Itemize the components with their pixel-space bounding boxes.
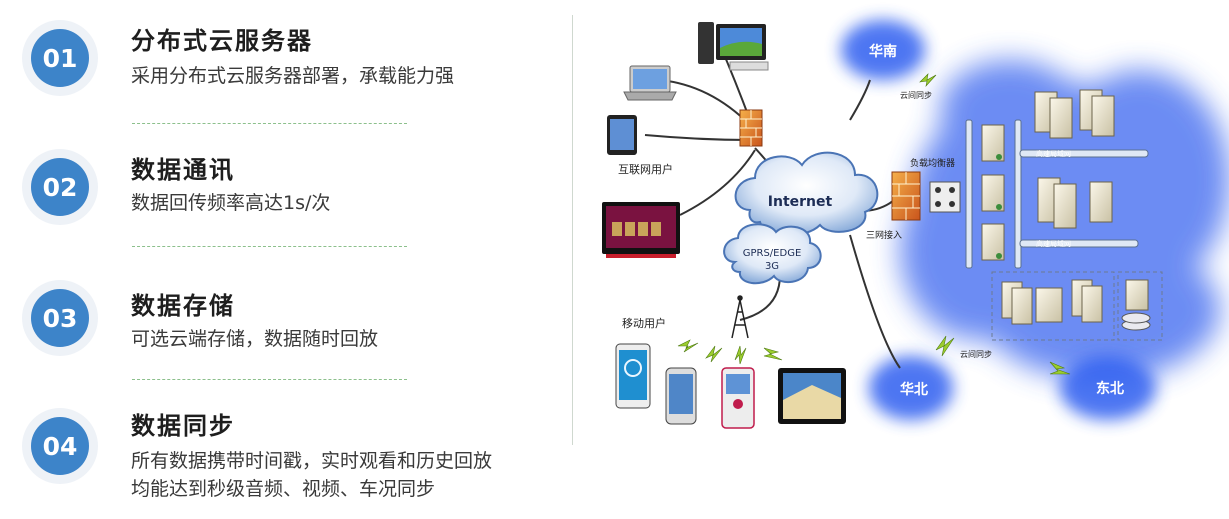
feature-number: 04 — [31, 417, 89, 475]
database-icon — [1121, 312, 1151, 331]
cell-tower-icon — [731, 295, 749, 339]
separator — [132, 246, 407, 247]
feature-title: 数据通讯 — [131, 156, 235, 184]
feature-desc-line2: 均能达到秒级音频、视频、车况同步 — [131, 478, 436, 500]
lan-label-a: 高速局域网 — [1036, 149, 1071, 158]
internet-users-label: 互联网用户 — [618, 162, 673, 176]
feature-badge: 04 — [22, 408, 98, 484]
network-backbone — [965, 119, 1149, 269]
feature-badge: 01 — [22, 20, 98, 96]
region-cloud-northeast — [1060, 356, 1156, 420]
gprs-cloud: GPRS/EDGE 3G — [723, 223, 822, 285]
firewall-icon — [739, 109, 763, 147]
feature-badge: 02 — [22, 149, 98, 225]
storage-cluster — [991, 271, 1163, 341]
network-diagram: Internet GPRS/EDGE 3G 三网接入 互联网用户 — [602, 20, 1229, 429]
smartphone-icon — [615, 343, 651, 409]
separator — [132, 379, 407, 380]
feature-desc: 可选云端存储，数据随时回放 — [131, 328, 379, 350]
region-label-northeast: 东北 — [1096, 380, 1124, 397]
feature-badge: 03 — [22, 280, 98, 356]
desktop-computer-icon — [698, 22, 769, 71]
mobile-users-label: 移动用户 — [622, 316, 666, 330]
region-label-north: 华北 — [900, 381, 928, 398]
feature-desc: 所有数据携带时间戳，实时观看和历史回放 — [131, 450, 493, 472]
internet-cloud: Internet — [734, 151, 879, 237]
lan-label-b: 高速局域网 — [1036, 239, 1071, 248]
gprs-label: GPRS/EDGE — [743, 248, 802, 259]
feature-number: 01 — [31, 29, 89, 87]
region-cloud-south — [841, 20, 925, 80]
server-icons — [981, 89, 1149, 325]
car-navigator-icon — [778, 368, 846, 424]
feature-desc: 数据回传频率高达1s/次 — [131, 192, 331, 214]
feature-phone-icon — [721, 367, 755, 429]
feature-title: 分布式云服务器 — [131, 27, 313, 55]
network-status-icons — [996, 154, 1002, 259]
iphone-icon — [665, 367, 697, 425]
internet-label: Internet — [768, 194, 833, 210]
load-balancer-icon — [929, 181, 961, 213]
feature-desc: 采用分布式云服务器部署，承载能力强 — [131, 65, 455, 87]
region-cloud-north — [869, 356, 953, 420]
laptop-icon — [623, 65, 677, 101]
cloud-sync-label-top: 云间同步 — [900, 91, 932, 100]
gprs-3g-label: 3G — [765, 261, 779, 272]
region-label-south: 华南 — [869, 43, 897, 60]
tv-icon — [602, 202, 680, 258]
three-net-label: 三网接入 — [866, 229, 902, 241]
wireless-signal-icons — [677, 73, 1071, 375]
load-balancer-label: 负载均衡器 — [910, 157, 955, 169]
vertical-divider — [572, 15, 573, 445]
tablet-icon — [607, 115, 637, 155]
feature-number: 02 — [31, 158, 89, 216]
feature-title: 数据存储 — [131, 292, 235, 320]
firewall-icon — [891, 171, 921, 221]
cloud-sync-label-bottom: 云间同步 — [960, 350, 992, 359]
feature-number: 03 — [31, 289, 89, 347]
separator — [132, 123, 407, 124]
feature-title: 数据同步 — [131, 412, 235, 440]
